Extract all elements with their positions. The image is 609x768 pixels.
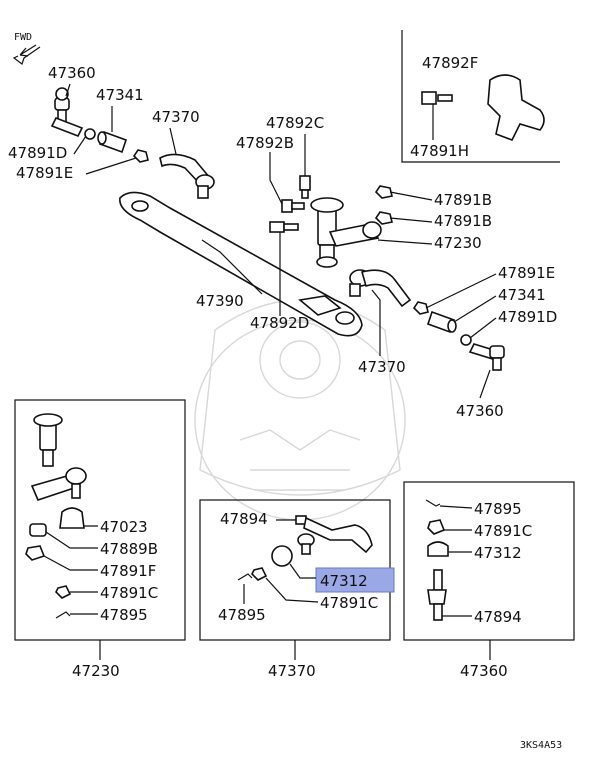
box-left-item-47889b: 47889B [100, 540, 158, 558]
box-right [403, 481, 575, 641]
label-47360-top: 47360 [48, 64, 96, 82]
box-mid-caption: 47370 [268, 662, 316, 680]
drawing-code: 3KS4A53 [520, 740, 562, 751]
box-right-item-47312: 47312 [474, 544, 522, 562]
box-left-labels: 47023 47889B 47891F 47891C 47895 47230 [43, 518, 158, 680]
box-left-item-47895: 47895 [100, 606, 148, 624]
watermark-emblem [194, 299, 406, 521]
label-47892f: 47892F [422, 54, 478, 72]
label-47892c: 47892C [266, 114, 324, 132]
label-47341-top: 47341 [96, 86, 144, 104]
forward-arrow-icon: FWD [12, 32, 41, 65]
label-47360-right: 47360 [456, 402, 504, 420]
bolt-47892b [281, 199, 305, 213]
tie-rod-end-left [50, 87, 96, 140]
label-47370-top: 47370 [152, 108, 200, 126]
box-right-item-47894: 47894 [474, 608, 522, 626]
tie-rod-47370-top [159, 153, 215, 199]
box-mid-item-47891c: 47891C [320, 594, 378, 612]
frame-bracket-inset [401, 30, 560, 163]
label-47370-right: 47370 [358, 358, 406, 376]
box-left-item-47891f: 47891F [100, 562, 156, 580]
box-mid-item-47894: 47894 [220, 510, 268, 528]
nut-47891e-right [412, 301, 429, 315]
box-left-item-47023: 47023 [100, 518, 148, 536]
nuts-47891b [374, 185, 393, 225]
box-mid-item-47895: 47895 [218, 606, 266, 624]
label-47891h: 47891H [410, 142, 469, 160]
nut-47891e-top [132, 149, 149, 163]
label-47891b-2: 47891B [434, 212, 492, 230]
label-47891d-right: 47891D [498, 308, 557, 326]
label-47891e-top: 47891E [16, 164, 73, 182]
adjusting-sleeve-right [426, 310, 457, 334]
highlight-47312[interactable] [315, 567, 395, 593]
box-left-item-47891c: 47891C [100, 584, 158, 602]
box-mid-item-47312[interactable]: 47312 [320, 572, 368, 590]
label-47891b-1: 47891B [434, 191, 492, 209]
label-47230: 47230 [434, 234, 482, 252]
label-47891e-right: 47891E [498, 264, 555, 282]
tie-rod-end-right [468, 343, 505, 371]
label-47390: 47390 [196, 292, 244, 310]
main-labels: 47360 47341 47370 47891D 47891E 47892C 4… [8, 54, 557, 420]
box-left-caption: 47230 [72, 662, 120, 680]
label-47892d: 47892D [250, 314, 309, 332]
box-mid-labels: 47894 47312 47895 47891C 47370 [218, 510, 395, 680]
adjusting-sleeve-left [97, 130, 128, 154]
label-47892b: 47892B [236, 134, 294, 152]
tie-rod-47370-right [349, 269, 412, 308]
box-right-item-47891c: 47891C [474, 522, 532, 540]
label-47341-right: 47341 [498, 286, 546, 304]
box-right-caption: 47360 [460, 662, 508, 680]
idler-arm-47230 [310, 197, 382, 268]
box-right-labels: 47895 47891C 47312 47894 47360 [439, 500, 532, 680]
fwd-label: FWD [14, 32, 32, 43]
bolt-47892c [299, 175, 311, 199]
bolt-47892d [269, 221, 299, 233]
box-right-item-47895: 47895 [474, 500, 522, 518]
nut-47891d-right [460, 334, 472, 346]
label-47891d-top: 47891D [8, 144, 67, 162]
center-link-47390 [119, 191, 363, 337]
leader-lines [65, 83, 497, 399]
